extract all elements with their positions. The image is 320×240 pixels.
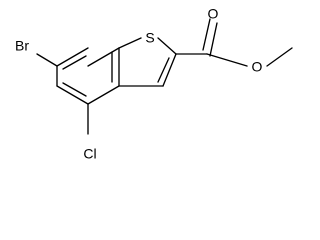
bond-c7a-s1 xyxy=(118,37,142,49)
sulfur-atom-label: S xyxy=(145,30,154,46)
bond-carbonyl-double-left xyxy=(202,18,211,51)
bond-c2-c3 xyxy=(162,53,177,87)
ester-oxygen-label: O xyxy=(252,59,263,75)
bond-s1-c2 xyxy=(157,37,177,55)
bond-c6-bromine xyxy=(36,53,58,67)
bond-c4-c5 xyxy=(56,85,89,105)
bond-c6-c7 xyxy=(56,47,89,67)
carbonyl-oxygen-label: O xyxy=(208,6,219,22)
bond-ester-oxygen-to-methyl xyxy=(266,47,293,67)
bond-c2-c3-inner xyxy=(157,57,170,83)
bond-c7-c7a xyxy=(87,47,120,67)
bond-carbonyl-double-right xyxy=(209,22,218,57)
bromine-atom-label: Br xyxy=(15,38,29,54)
chemical-structure-diagram: S O O Br Cl xyxy=(15,6,293,162)
bond-c6-c7-inner xyxy=(62,55,87,70)
bond-carbonyl-to-ester-oxygen xyxy=(206,53,248,67)
chlorine-atom-label: Cl xyxy=(83,146,96,162)
bond-c3a-c4 xyxy=(87,85,120,105)
bond-c4-c5-inner xyxy=(62,82,87,97)
